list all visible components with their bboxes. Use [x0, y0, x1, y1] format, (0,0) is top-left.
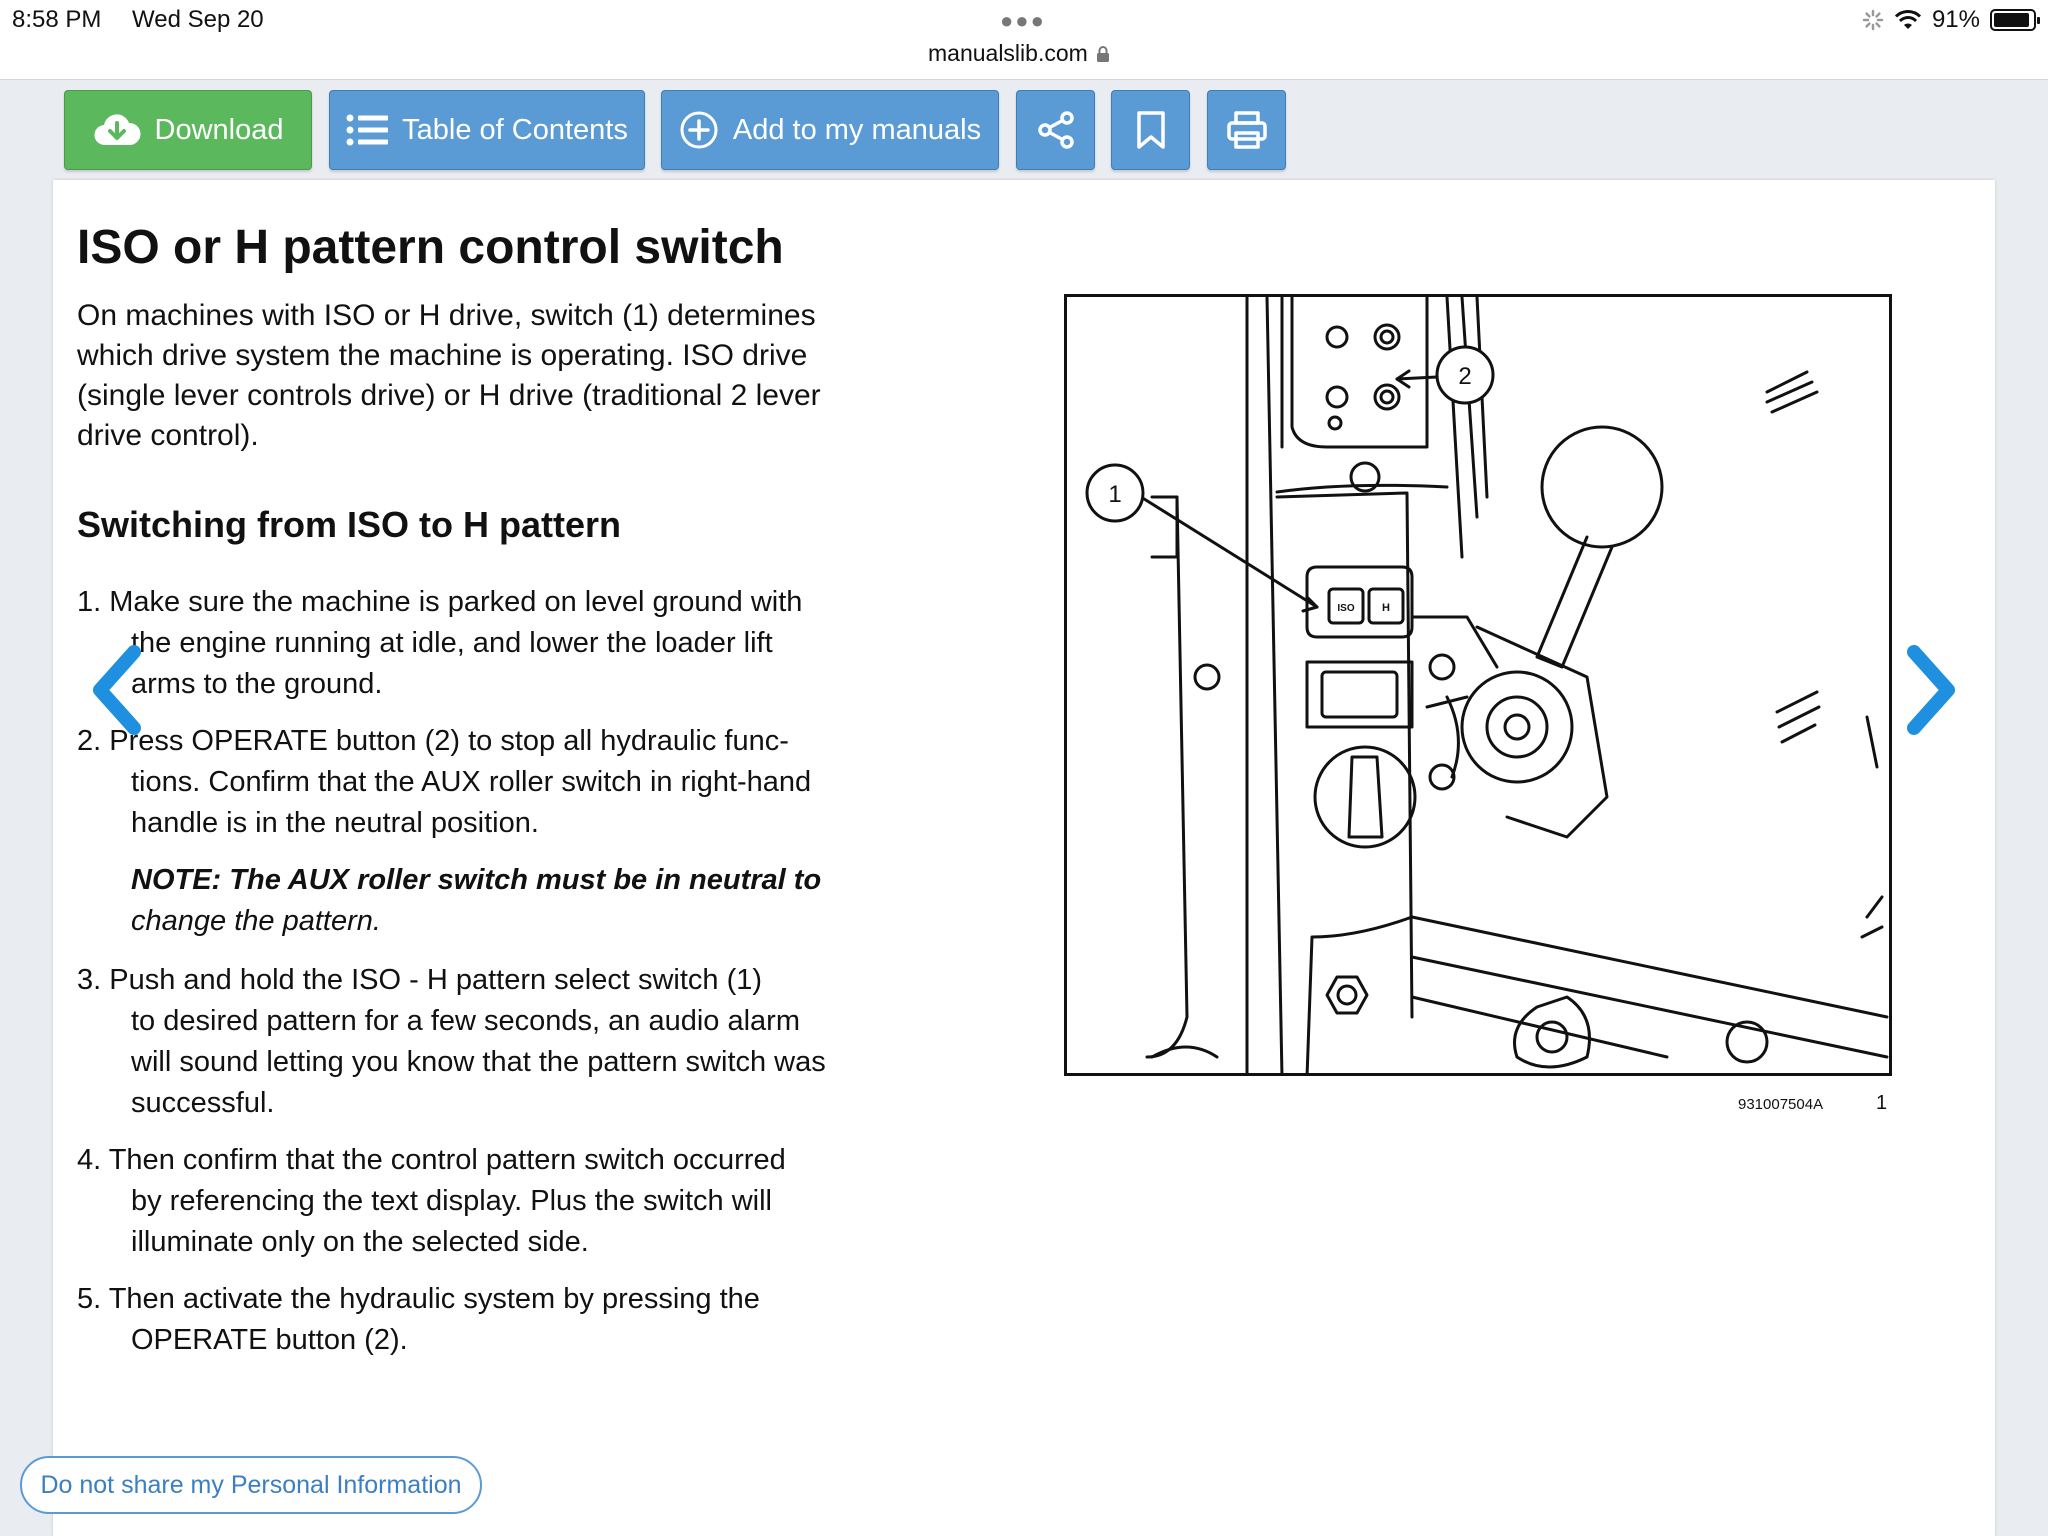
address-bar[interactable]: manualslib.com [928, 40, 1110, 67]
activity-spinner-icon [1862, 9, 1884, 31]
step-first-line: 4. Then confirm that the control pattern… [77, 1144, 786, 1176]
toc-label: Table of Contents [402, 113, 628, 146]
bookmark-icon [1136, 111, 1165, 149]
manual-page: ISO or H pattern control switch On machi… [53, 180, 1995, 1536]
lock-icon [1096, 45, 1109, 62]
add-to-my-manuals-button[interactable]: Add to my manuals [661, 90, 999, 170]
figure-code: 931007504A [1738, 1096, 1824, 1113]
wifi-icon [1894, 10, 1922, 29]
step-line: illuminate only on the selected side. [131, 1226, 589, 1258]
intro-line: which drive system the machine is operat… [77, 339, 808, 372]
step-line: handle is in the neutral position. [131, 807, 539, 839]
chevron-right-icon [1907, 645, 1955, 735]
bookmark-button[interactable] [1111, 90, 1190, 170]
iso-switch-label: ISO [1337, 603, 1354, 614]
intro-line: drive control). [77, 419, 259, 452]
intro-line: On machines with ISO or H drive, switch … [77, 299, 816, 332]
step-first-line: 5. Then activate the hydraulic system by… [77, 1283, 760, 1315]
intro-paragraph: On machines with ISO or H drive, switch … [77, 296, 957, 456]
status-time: 8:58 PM [12, 6, 102, 33]
plus-circle-icon [680, 111, 718, 149]
step-item: 3. Push and hold the ISO - H pattern sel… [77, 960, 957, 1124]
step-line: arms to the ground. [131, 668, 383, 700]
step-line: by referencing the text display. Plus th… [131, 1185, 772, 1217]
step-first-line: 1. Make sure the machine is parked on le… [77, 586, 803, 618]
share-button[interactable] [1016, 90, 1095, 170]
manual-toolbar: Download Table of Contents Add to my man… [0, 80, 2048, 180]
control-panel-drawing: 1 2 ISO H [1085, 297, 1889, 1073]
cloud-download-icon [93, 114, 141, 146]
download-label: Download [154, 113, 284, 146]
note-bold: NOTE: The AUX roller switch must be in n… [131, 864, 822, 896]
h-switch-label: H [1382, 602, 1390, 614]
privacy-button[interactable]: Do not share my Personal Information [20, 1456, 482, 1514]
step-item: 2. Press OPERATE button (2) to stop all … [77, 721, 957, 844]
next-page-button[interactable] [1896, 640, 1966, 740]
step-list: 1. Make sure the machine is parked on le… [77, 582, 957, 1377]
figure-number: 1 [1876, 1092, 1888, 1114]
section-heading: Switching from ISO to H pattern [77, 504, 622, 545]
chevron-left-icon [93, 645, 141, 735]
status-date: Wed Sep 20 [132, 6, 264, 33]
step-line: the engine running at idle, and lower th… [131, 627, 773, 659]
more-dots-icon[interactable]: ●●● [1000, 8, 1046, 33]
step-line: will sound letting you know that the pat… [131, 1046, 826, 1078]
page-title: ISO or H pattern control switch [77, 221, 784, 274]
step-line: successful. [131, 1087, 275, 1119]
download-button[interactable]: Download [64, 90, 312, 170]
step-first-line: 2. Press OPERATE button (2) to stop all … [77, 725, 789, 757]
print-button[interactable] [1207, 90, 1286, 170]
note-text: NOTE: The AUX roller switch must be in n… [77, 860, 957, 942]
step-line: tions. Confirm that the AUX roller switc… [131, 766, 812, 798]
status-bar: 8:58 PM Wed Sep 20 ●●● manualslib.com 91… [0, 0, 2048, 80]
step-item: 1. Make sure the machine is parked on le… [77, 582, 957, 705]
previous-page-button[interactable] [82, 640, 152, 740]
battery-percent: 91% [1931, 6, 1980, 33]
intro-line: (single lever controls drive) or H drive… [77, 379, 821, 412]
callout-1-label: 1 [1108, 481, 1121, 508]
table-of-contents-button[interactable]: Table of Contents [329, 90, 645, 170]
url-text: manualslib.com [928, 40, 1088, 66]
print-icon [1226, 111, 1267, 149]
add-label: Add to my manuals [732, 113, 982, 146]
status-indicators: 91% [1862, 6, 2040, 34]
step-line: OPERATE button (2). [131, 1324, 408, 1356]
step-item: 5. Then activate the hydraulic system by… [77, 1279, 957, 1361]
callout-2-label: 2 [1458, 363, 1471, 390]
step-item: 4. Then confirm that the control pattern… [77, 1140, 957, 1263]
battery-icon [1990, 9, 2040, 31]
step-line: to desired pattern for a few seconds, an… [131, 1005, 800, 1037]
note-italic: change the pattern. [131, 905, 381, 937]
share-icon [1037, 111, 1074, 149]
control-panel-figure: 1 2 ISO H [1064, 294, 1892, 1076]
step-first-line: 3. Push and hold the ISO - H pattern sel… [77, 964, 763, 996]
list-icon [346, 114, 389, 146]
